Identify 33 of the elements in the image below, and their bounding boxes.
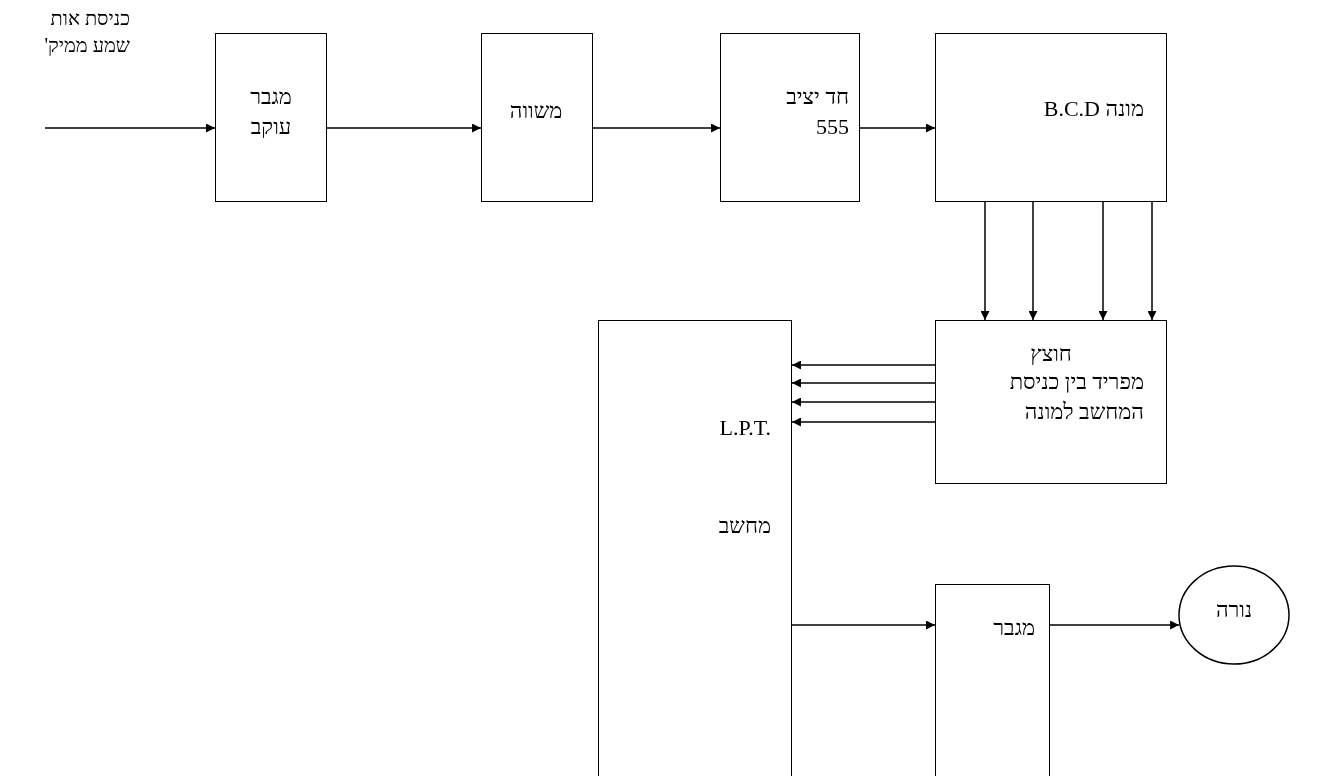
node-text: מפריד בין כניסת המחשב למונה (1008, 368, 1144, 426)
amplifier-box (935, 584, 1050, 776)
input-label: כניסת אות שמע ממיק' (43, 6, 130, 58)
node-text: מגבר (992, 614, 1035, 642)
node-text: מחשב (717, 512, 771, 540)
comparator-box (481, 33, 593, 202)
arrow (592, 123, 721, 133)
counter-box (935, 33, 1167, 202)
arrow (44, 123, 216, 133)
arrow (791, 417, 936, 427)
node-text: L.P.T. (718, 414, 771, 442)
node-text: חוצץ (1029, 340, 1073, 368)
node-text: משווה (508, 97, 564, 125)
arrow (326, 123, 482, 133)
lamp-ellipse (1178, 565, 1290, 665)
arrow (1049, 620, 1180, 630)
node-text: מגבר עוקב (249, 83, 293, 141)
node-text: חד יציב 555 (785, 83, 849, 141)
computer-box (598, 320, 792, 776)
node-text: נורה (1214, 596, 1254, 624)
arrow (1028, 201, 1038, 321)
node-text: מונה B.C.D (1042, 95, 1144, 123)
amplifier-box (215, 33, 327, 202)
arrow (980, 201, 990, 321)
arrow (791, 360, 936, 370)
arrow (791, 397, 936, 407)
arrow (791, 378, 936, 388)
buffer-box (935, 320, 1167, 484)
arrow (1098, 201, 1108, 321)
arrow (1147, 201, 1157, 321)
arrow (791, 620, 936, 630)
monostable-box (720, 33, 860, 202)
arrow (859, 123, 936, 133)
